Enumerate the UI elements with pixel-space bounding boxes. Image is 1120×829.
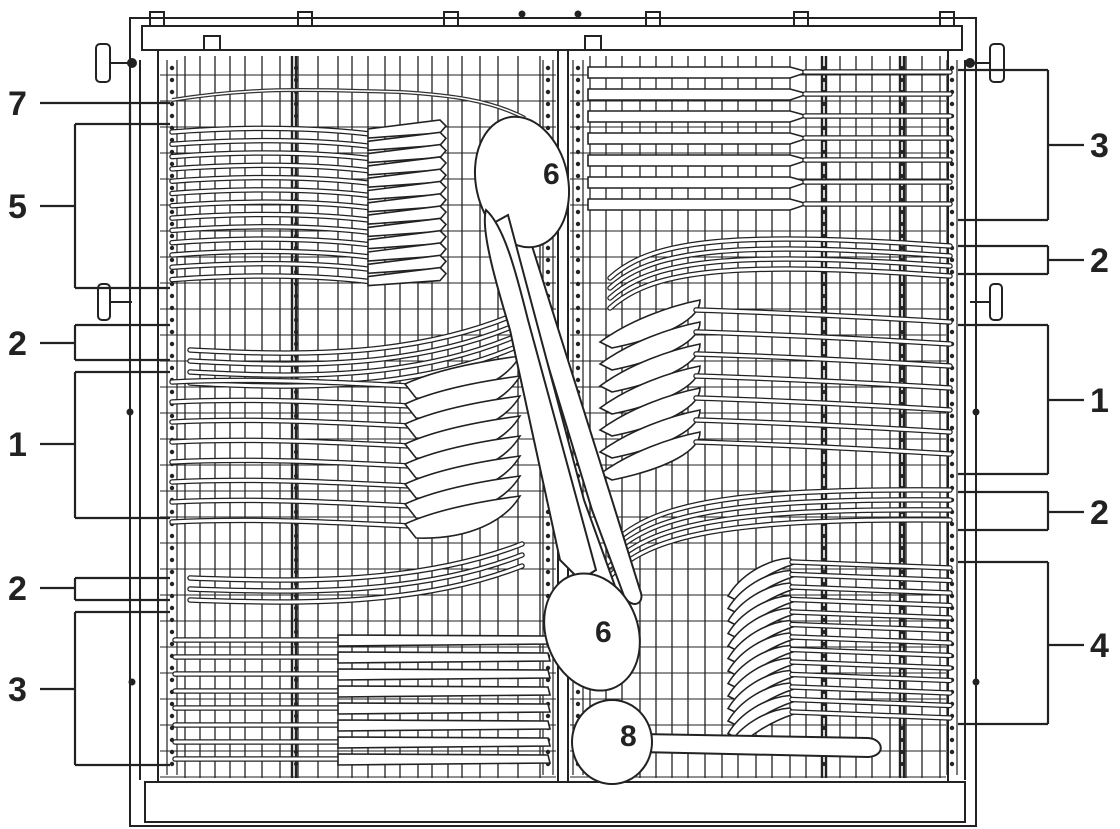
- callout-5: 5: [8, 188, 27, 226]
- ladle: [571, 699, 882, 785]
- knife-blade: [337, 719, 552, 732]
- cutlery: [169, 66, 953, 766]
- callouts-right: 3 2 1 2 4: [958, 68, 1109, 726]
- callout-1-right: 1: [1090, 382, 1109, 420]
- knife-blade: [587, 176, 811, 189]
- callout-1: 1: [8, 426, 27, 464]
- callout-2-right-upper: 2: [1090, 242, 1109, 280]
- knife-blade: [587, 66, 811, 79]
- knife-blade: [337, 702, 552, 715]
- fork-head: [367, 266, 448, 287]
- knife-blade: [337, 685, 552, 698]
- callout-3-right: 3: [1090, 127, 1109, 165]
- knife-blade: [337, 753, 552, 766]
- knife-blade: [337, 651, 552, 664]
- label-6-bottom: 6: [595, 616, 612, 649]
- spoon-bowl: [403, 494, 522, 539]
- roller-top-right: [965, 43, 1005, 83]
- callout-4: 4: [1090, 627, 1109, 665]
- callouts-left: 7 5 2 1 2 3: [8, 85, 170, 767]
- label-8: 8: [620, 720, 637, 753]
- knife-blade: [587, 132, 811, 145]
- knife-blade: [587, 88, 811, 101]
- knife-blade: [587, 198, 811, 211]
- roller-top-left: [95, 43, 137, 83]
- callout-2-upper: 2: [8, 325, 27, 363]
- callout-3: 3: [8, 671, 27, 709]
- knife-blade: [337, 736, 552, 749]
- roller-mid-left: [97, 283, 132, 321]
- callout-2-lower: 2: [8, 570, 27, 608]
- spoon-bowl: [598, 431, 701, 481]
- callout-7: 7: [8, 85, 27, 123]
- knife-blade: [587, 154, 811, 167]
- knife-blade: [337, 668, 552, 681]
- callout-2-right-lower: 2: [1090, 494, 1109, 532]
- roller-mid-right: [970, 283, 1003, 321]
- label-6-top: 6: [543, 158, 560, 191]
- knife-blade: [337, 634, 552, 647]
- knife-blade: [587, 110, 811, 123]
- serving-spoon-bottom: [483, 208, 641, 692]
